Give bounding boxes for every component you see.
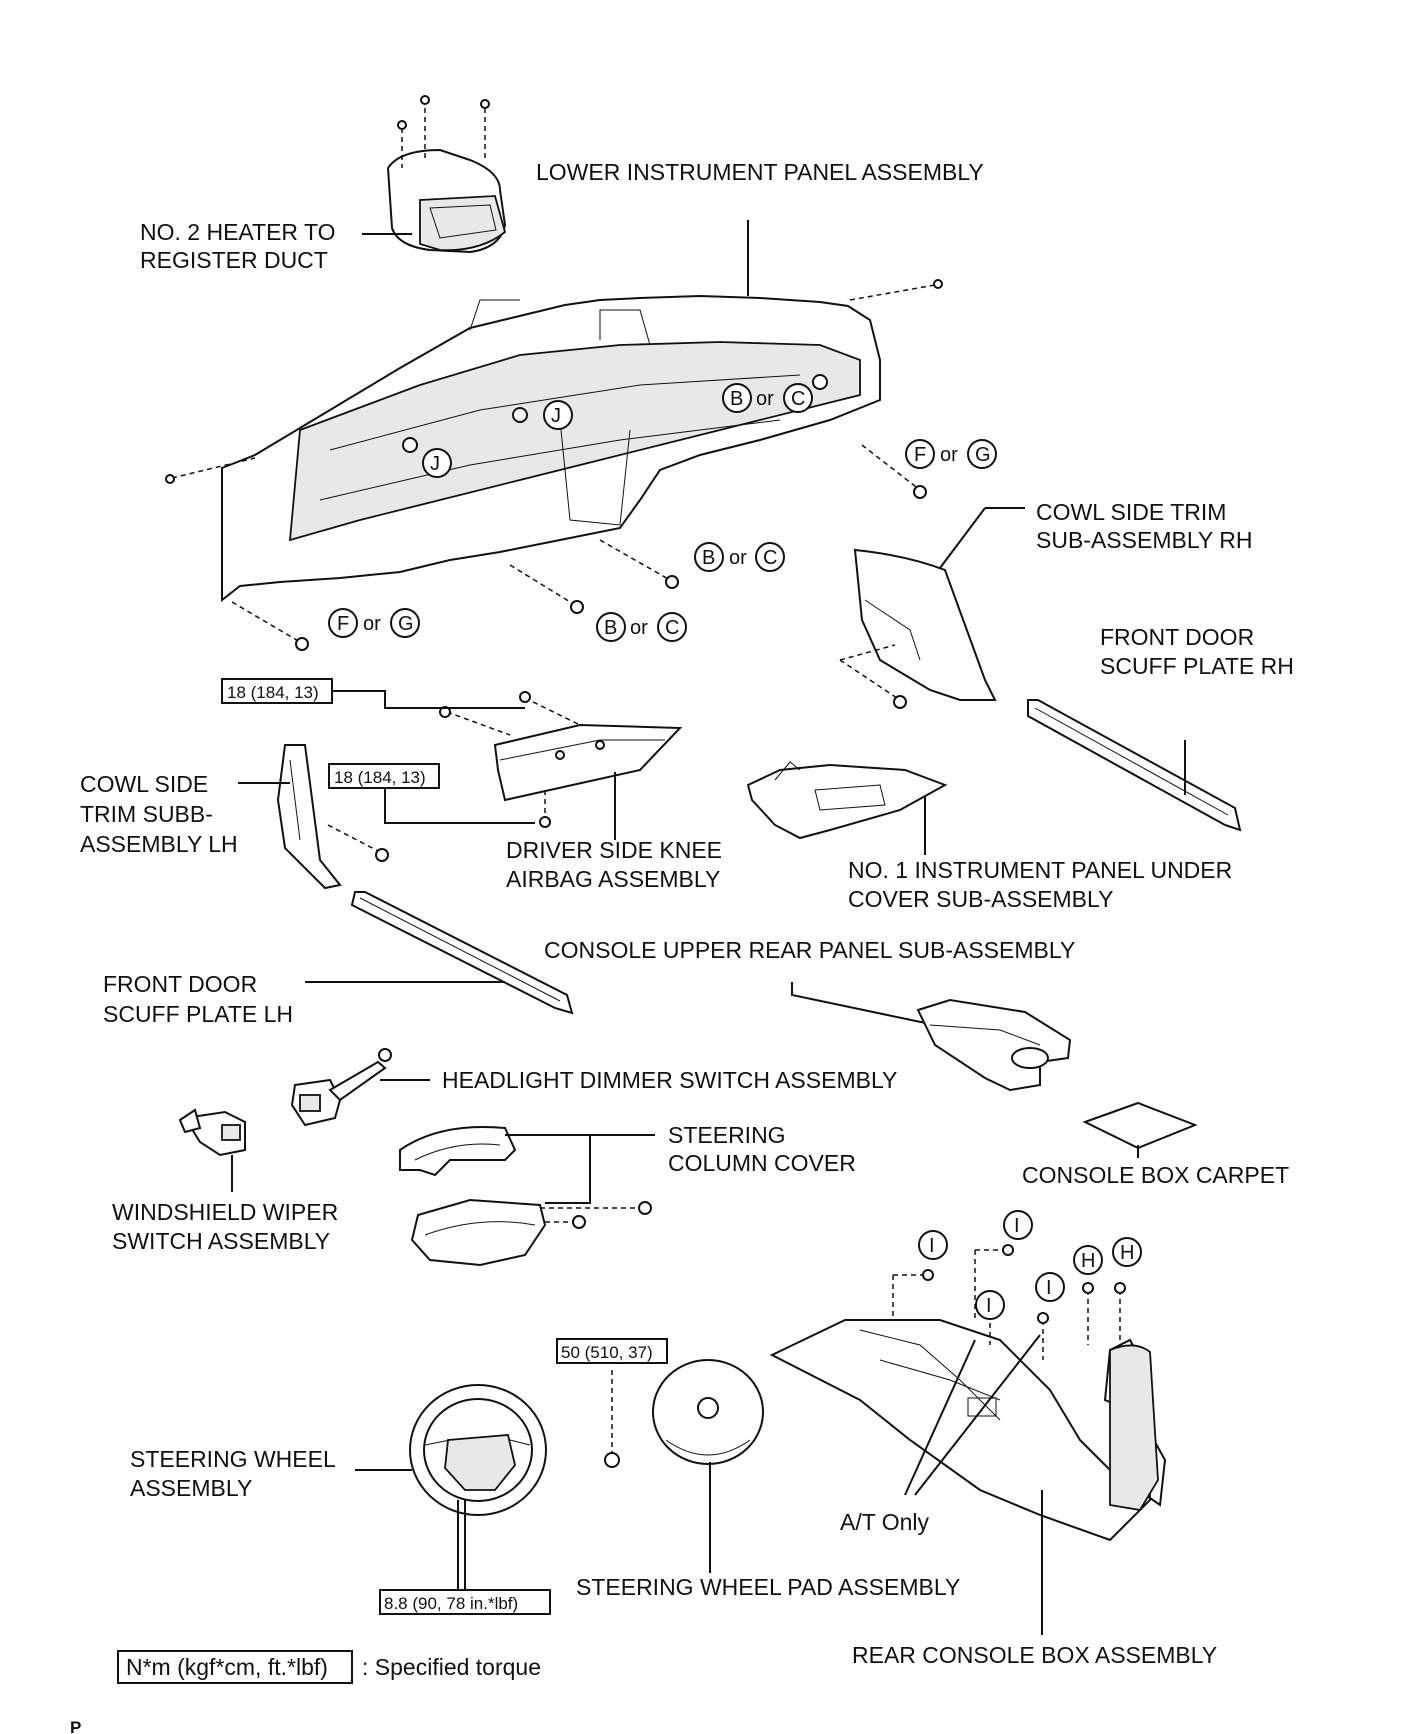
svg-text:B: B bbox=[730, 388, 743, 410]
callout-I-2: I bbox=[1003, 1210, 1033, 1240]
svg-text:H: H bbox=[1081, 1250, 1095, 1272]
torque-box-3: 50 (510, 37) bbox=[556, 1338, 668, 1364]
svg-text:C: C bbox=[791, 388, 805, 410]
label-scuff-lh-line1: FRONT DOOR bbox=[103, 971, 257, 997]
label-headlight-switch: HEADLIGHT DIMMER SWITCH ASSEMBLY bbox=[442, 1067, 897, 1093]
svg-text:H: H bbox=[1120, 1242, 1134, 1264]
label-heater-duct-line2: REGISTER DUCT bbox=[140, 247, 328, 273]
svg-text:50 (510, 37): 50 (510, 37) bbox=[561, 1343, 653, 1362]
rear-console-box-drawing bbox=[769, 1244, 1167, 1542]
cowl-side-trim-lh-drawing bbox=[276, 744, 389, 890]
svg-text:I: I bbox=[1014, 1215, 1020, 1237]
label-under-cover-line2: COVER SUB-ASSEMBLY bbox=[848, 886, 1113, 912]
svg-text:8.8 (90, 78 in.*lbf): 8.8 (90, 78 in.*lbf) bbox=[384, 1594, 518, 1613]
label-steering-cover-line2: COLUMN COVER bbox=[668, 1150, 856, 1176]
svg-text:I: I bbox=[1046, 1277, 1052, 1299]
label-steering-wheel-line1: STEERING WHEEL bbox=[130, 1446, 336, 1472]
panel-fasteners bbox=[165, 279, 943, 651]
label-cowl-rh-line1: COWL SIDE TRIM bbox=[1036, 499, 1226, 525]
svg-text:or: or bbox=[756, 388, 774, 410]
svg-text:J: J bbox=[430, 453, 440, 475]
torque-box-2: 18 (184, 13) bbox=[328, 763, 440, 789]
console-upper-panel-drawing bbox=[916, 998, 1072, 1092]
callout-I-1: I bbox=[918, 1230, 948, 1260]
label-cowl-lh-line2: TRIM SUBB- bbox=[80, 801, 213, 827]
callout-J-1: J bbox=[543, 400, 573, 430]
corner-mark: P bbox=[70, 1718, 81, 1734]
svg-text:J: J bbox=[551, 405, 561, 427]
label-knee-airbag-line2: AIRBAG ASSEMBLY bbox=[506, 866, 720, 892]
label-cowl-rh-line2: SUB-ASSEMBLY RH bbox=[1036, 527, 1252, 553]
steering-wheel-drawing bbox=[409, 1370, 620, 1516]
lower-instrument-panel-drawing bbox=[221, 294, 881, 603]
callout-B-or-C-low: B or C bbox=[596, 612, 687, 642]
svg-text:B: B bbox=[702, 547, 715, 569]
svg-text:G: G bbox=[398, 613, 414, 635]
label-cowl-lh-line3: ASSEMBLY LH bbox=[80, 831, 238, 857]
heater-duct-drawing bbox=[362, 95, 507, 254]
leader-console-upper bbox=[791, 982, 936, 1026]
callout-I-3: I bbox=[975, 1290, 1005, 1320]
label-scuff-rh-line1: FRONT DOOR bbox=[1100, 624, 1254, 650]
scuff-plate-lh-drawing bbox=[350, 891, 574, 1015]
cowl-side-trim-rh-drawing bbox=[839, 548, 997, 709]
label-steering-wheel-line2: ASSEMBLY bbox=[130, 1475, 252, 1501]
svg-text:B: B bbox=[604, 617, 617, 639]
callout-B-or-C-top: B or C bbox=[722, 383, 813, 413]
svg-text:F: F bbox=[337, 613, 349, 635]
scuff-plate-rh-drawing bbox=[1027, 699, 1242, 832]
svg-text:C: C bbox=[763, 547, 777, 569]
leader-at-only-1 bbox=[904, 1339, 976, 1496]
label-scuff-lh-line2: SCUFF PLATE LH bbox=[103, 1001, 293, 1027]
callout-J-2: J bbox=[422, 448, 452, 478]
label-heater-duct-line1: NO. 2 HEATER TO bbox=[140, 219, 336, 245]
svg-text:I: I bbox=[986, 1295, 992, 1317]
label-at-only: A/T Only bbox=[840, 1509, 930, 1535]
svg-text:C: C bbox=[665, 617, 679, 639]
callout-F-or-G-right: F or G bbox=[905, 439, 997, 469]
callout-H-1: H bbox=[1073, 1245, 1103, 1275]
headlight-switch-drawing bbox=[290, 1048, 392, 1127]
leader-cowl-rh bbox=[939, 507, 986, 569]
leader-at-only-2 bbox=[914, 1334, 1041, 1496]
label-cowl-lh-line1: COWL SIDE bbox=[80, 771, 208, 797]
legend: N*m (kgf*cm, ft.*lbf) : Specified torque bbox=[117, 1650, 541, 1684]
console-carpet-drawing bbox=[1082, 1101, 1198, 1150]
label-under-cover-line1: NO. 1 INSTRUMENT PANEL UNDER bbox=[848, 857, 1232, 883]
under-cover-drawing bbox=[746, 761, 948, 840]
label-wheel-pad: STEERING WHEEL PAD ASSEMBLY bbox=[576, 1574, 960, 1600]
callout-H-2: H bbox=[1112, 1237, 1142, 1267]
svg-text:or: or bbox=[729, 547, 747, 569]
label-scuff-rh-line2: SCUFF PLATE RH bbox=[1100, 653, 1294, 679]
label-lower-instrument-panel: LOWER INSTRUMENT PANEL ASSEMBLY bbox=[536, 159, 984, 185]
knee-airbag-drawing bbox=[439, 691, 683, 828]
svg-text:or: or bbox=[363, 613, 381, 635]
svg-text:18 (184, 13): 18 (184, 13) bbox=[227, 683, 319, 702]
label-knee-airbag-line1: DRIVER SIDE KNEE bbox=[506, 837, 722, 863]
svg-text:or: or bbox=[940, 444, 958, 466]
svg-text:G: G bbox=[975, 444, 991, 466]
callout-B-or-C-mid: B or C bbox=[694, 542, 785, 572]
callout-F-or-G-left: F or G bbox=[328, 608, 420, 638]
callout-I-4: I bbox=[1035, 1272, 1065, 1302]
steering-wheel-pad-drawing bbox=[652, 1359, 764, 1465]
torque-box-1: 18 (184, 13) bbox=[221, 678, 333, 704]
legend-torque-description: : Specified torque bbox=[362, 1654, 541, 1680]
torque-box-4: 8.8 (90, 78 in.*lbf) bbox=[379, 1589, 551, 1615]
svg-text:or: or bbox=[630, 617, 648, 639]
wiper-switch-drawing bbox=[178, 1108, 246, 1157]
label-console-carpet: CONSOLE BOX CARPET bbox=[1022, 1162, 1289, 1188]
label-console-upper: CONSOLE UPPER REAR PANEL SUB-ASSEMBLY bbox=[544, 937, 1075, 963]
steering-column-cover-drawing bbox=[399, 1125, 652, 1267]
svg-text:18 (184, 13): 18 (184, 13) bbox=[334, 768, 426, 787]
label-wiper-switch-line2: SWITCH ASSEMBLY bbox=[112, 1228, 330, 1254]
label-wiper-switch-line1: WINDSHIELD WIPER bbox=[112, 1199, 338, 1225]
svg-text:F: F bbox=[914, 444, 926, 466]
label-steering-cover-line1: STEERING bbox=[668, 1122, 786, 1148]
legend-torque-box-text: N*m (kgf*cm, ft.*lbf) bbox=[126, 1654, 328, 1680]
svg-text:I: I bbox=[929, 1235, 935, 1257]
leader-steering-cover bbox=[505, 1134, 591, 1204]
label-rear-console: REAR CONSOLE BOX ASSEMBLY bbox=[852, 1642, 1217, 1668]
